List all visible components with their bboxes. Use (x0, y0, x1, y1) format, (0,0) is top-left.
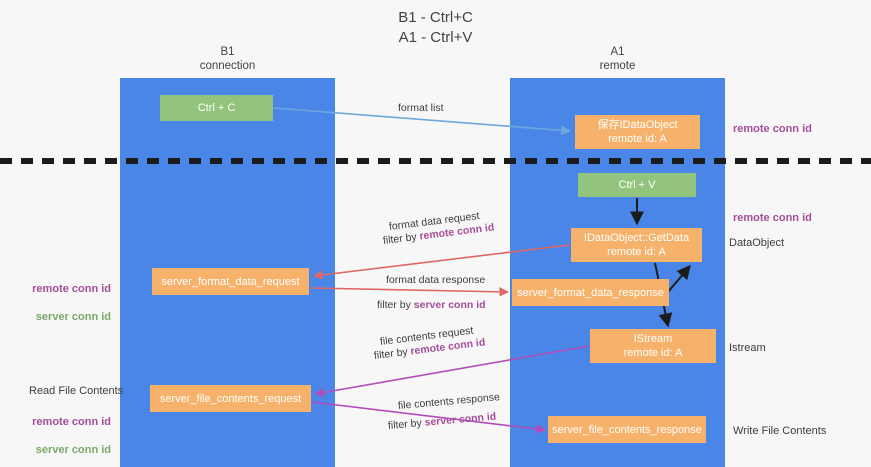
swimlane-header-b1: B1 connection (199, 46, 256, 72)
node-ctrl-c[interactable]: Ctrl + C (160, 95, 273, 121)
edge-label-format-data-response-filter: filter by server conn id (377, 298, 486, 312)
filter-prefix: filter by (373, 345, 412, 362)
node-server-file-contents-response[interactable]: server_file_contents_response (548, 416, 706, 443)
annotation-left-conn-ids-bottom: remote conn id server conn id (21, 401, 111, 467)
node-ctrl-v[interactable]: Ctrl + V (578, 173, 696, 197)
annotation-right-write-file-contents: Write File Contents (733, 425, 827, 437)
edge-label-format-data-response: format data response (386, 274, 486, 286)
annotation-right-remote-conn-id-top: remote conn id (733, 123, 812, 135)
annotation-left-remote-conn-id-bottom: remote conn id (32, 416, 111, 428)
annotation-left-server-conn-id-bottom: server conn id (35, 444, 111, 456)
annotation-left-read-file-contents: Read File Contents (29, 385, 124, 397)
filter-prefix: filter by (387, 416, 426, 432)
node-save-idataobject[interactable]: 保存IDataObject remote id: A (575, 115, 700, 149)
node-istream[interactable]: IStream remote id: A (590, 329, 716, 363)
node-idataobject-getdata[interactable]: IDataObject::GetData remote id: A (571, 228, 702, 262)
filter-value-server-conn-id: server conn id (424, 410, 497, 429)
node-server-file-contents-request[interactable]: server_file_contents_request (150, 385, 311, 412)
node-server-format-data-response[interactable]: server_format_data_response (512, 279, 669, 306)
annotation-right-istream: Istream (729, 342, 766, 354)
swimlane-header-a1: A1 remote (599, 46, 636, 72)
edge-label-file-contents-response-filter: filter by server conn id (387, 410, 496, 433)
annotation-left-conn-ids-top: remote conn id server conn id (21, 268, 111, 338)
annotation-right-remote-conn-id-mid: remote conn id (733, 212, 812, 224)
page-title: B1 - Ctrl+C A1 - Ctrl+V (398, 9, 473, 46)
filter-value-server-conn-id: server conn id (413, 299, 486, 311)
edge-format-data-response (310, 287, 509, 297)
annotation-right-dataobject: DataObject (729, 237, 785, 249)
filter-prefix: filter by (377, 299, 414, 311)
filter-prefix: filter by (382, 230, 421, 247)
annotation-left-server-conn-id-top: server conn id (35, 311, 111, 323)
annotation-left-remote-conn-id-top: remote conn id (32, 283, 111, 295)
edge-label-format-list: format list (398, 102, 444, 114)
node-server-format-data-request[interactable]: server_format_data_request (152, 268, 309, 295)
